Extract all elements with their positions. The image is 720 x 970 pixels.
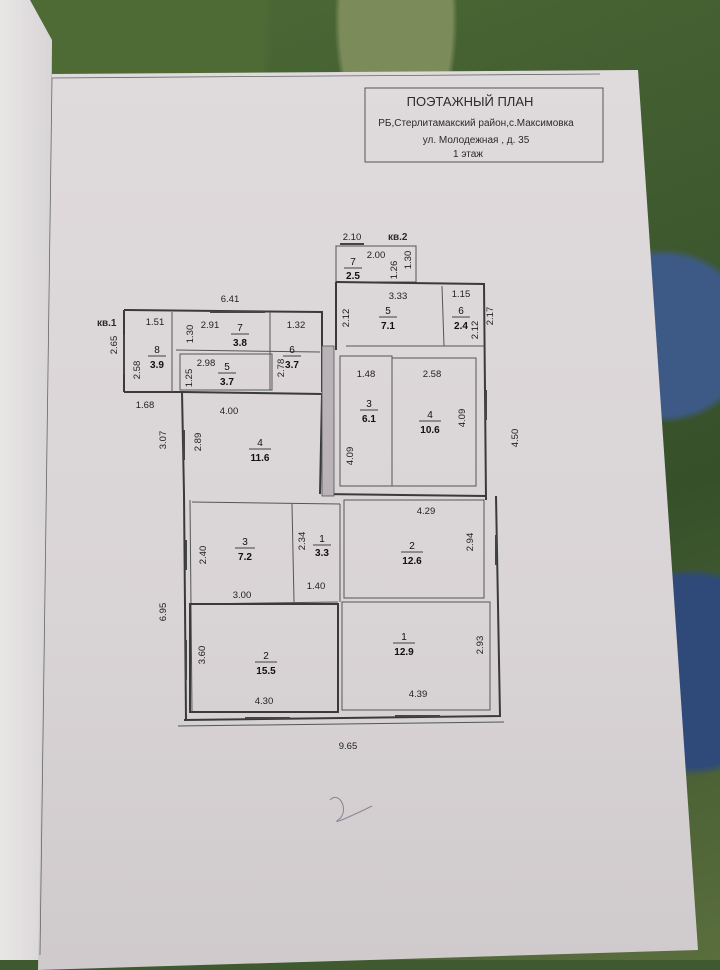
- dim-3-00: 3.00: [233, 590, 252, 601]
- dim-9-65: 9.65: [339, 741, 358, 752]
- dim-1-68: 1.68: [136, 400, 155, 411]
- dim-1-25: 1.25: [184, 369, 195, 388]
- room-k1-5-number: 5: [224, 362, 230, 373]
- sheet-frame-top: [51, 73, 601, 79]
- room-k2-7-area: 2.5: [346, 271, 360, 282]
- room-k1-4-number: 4: [257, 438, 263, 449]
- dim-2-58: 2.58: [132, 361, 143, 380]
- dim-4-09-b: 4.09: [457, 409, 468, 428]
- room-k1-1-number: 1: [319, 534, 325, 545]
- dim-4-00: 4.00: [220, 406, 239, 417]
- dim-3-60: 3.60: [197, 646, 208, 665]
- room-k1-7-area: 3.8: [233, 338, 247, 349]
- dim-4-30: 4.30: [255, 696, 274, 707]
- dim-1-32: 1.32: [287, 320, 306, 331]
- dim-2-98: 2.98: [197, 358, 216, 369]
- dim-1-40: 1.40: [307, 581, 326, 592]
- room-k2-1-number: 1: [401, 632, 407, 643]
- dim-2-34: 2.34: [297, 532, 308, 551]
- dim-6-95: 6.95: [158, 603, 169, 622]
- dim-2-12-b: 2.12: [470, 321, 481, 340]
- dim-2-93: 2.93: [475, 636, 486, 655]
- room-k1-2-number: 2: [263, 651, 269, 662]
- dim-1-15: 1.15: [452, 289, 471, 300]
- room-k2-6-area: 2.4: [454, 321, 468, 332]
- room-k2-3-area: 6.1: [362, 414, 376, 425]
- dim-3-07: 3.07: [158, 431, 169, 450]
- paper-sheet: [38, 70, 698, 970]
- dim-2-91: 2.91: [201, 320, 220, 331]
- dim-1-51: 1.51: [146, 317, 165, 328]
- room-k2-4-number: 4: [427, 410, 433, 421]
- dim-1-30-a: 1.30: [403, 251, 414, 270]
- room-k1-3-area: 7.2: [238, 552, 252, 563]
- room-k2-6-number: 6: [458, 306, 464, 317]
- room-k1-6-number: 6: [289, 345, 295, 356]
- pencil-scribble: [329, 797, 373, 822]
- room-k1-1-area: 3.3: [315, 548, 329, 559]
- address-line-2: ул. Молодежная , д. 35: [423, 135, 530, 146]
- dim-2-10: 2.10: [343, 232, 362, 243]
- room-labels: 8 3.9 7 3.8 6 3.7 5 3.7 4 11.6 3 7.2 1 3…: [148, 257, 470, 677]
- plan-title: ПОЭТАЖНЫЙ ПЛАН: [407, 94, 534, 109]
- dim-1-30-b: 1.30: [185, 325, 196, 344]
- room-k2-2-number: 2: [409, 541, 415, 552]
- dim-6-41: 6.41: [221, 294, 240, 305]
- room-k1-3-number: 3: [242, 537, 248, 548]
- room-k2-5-number: 5: [385, 306, 391, 317]
- dim-4-29: 4.29: [417, 506, 436, 517]
- address-line-1: РБ,Стерлитамакский район,с.Максимовка: [378, 118, 574, 129]
- dim-2-17: 2.17: [485, 307, 496, 326]
- dim-2-78: 2.78: [276, 359, 287, 378]
- dim-3-33: 3.33: [389, 291, 408, 302]
- dim-2-94: 2.94: [465, 533, 476, 552]
- apartment-2-walls: [177, 245, 505, 727]
- dim-2-00: 2.00: [367, 250, 386, 261]
- dim-2-40: 2.40: [198, 546, 209, 565]
- dim-2-89: 2.89: [193, 433, 204, 452]
- room-k1-2-area: 15.5: [256, 666, 276, 677]
- floor-label: 1 этаж: [453, 149, 483, 160]
- room-k1-8-number: 8: [154, 345, 160, 356]
- sheet-frame-left: [39, 77, 53, 956]
- room-k1-7-number: 7: [237, 323, 243, 334]
- apartment-2-label: кв.2: [388, 232, 408, 243]
- dim-4-09-a: 4.09: [345, 447, 356, 466]
- room-k1-5-area: 3.7: [220, 377, 234, 388]
- room-k1-4-area: 11.6: [251, 453, 270, 464]
- dim-4-39: 4.39: [409, 689, 428, 700]
- apartment-1-label: кв.1: [97, 318, 117, 329]
- room-k2-4-area: 10.6: [420, 425, 440, 436]
- room-k1-6-area: 3.7: [285, 360, 299, 371]
- dim-4-50: 4.50: [510, 429, 521, 448]
- room-k2-7-number: 7: [350, 257, 356, 268]
- room-k2-1-area: 12.9: [394, 647, 414, 658]
- dim-1-26: 1.26: [389, 261, 400, 280]
- apartment-1-walls: [123, 309, 341, 721]
- dim-1-48: 1.48: [357, 369, 376, 380]
- dim-2-12-a: 2.12: [341, 309, 352, 328]
- dim-2-58-b: 2.58: [423, 369, 442, 380]
- dim-2-65: 2.65: [109, 336, 120, 355]
- room-k2-2-area: 12.6: [402, 556, 422, 567]
- title-block: [364, 87, 604, 163]
- window-marks: [123, 243, 497, 719]
- dimension-labels: 2.10 2.00 1.26 1.30 3.33 1.15 2.12 2.12 …: [109, 232, 521, 752]
- room-k2-3-number: 3: [366, 399, 372, 410]
- room-k2-5-area: 7.1: [381, 321, 395, 332]
- room-k1-8-area: 3.9: [150, 360, 164, 371]
- hatched-wall: [321, 345, 335, 497]
